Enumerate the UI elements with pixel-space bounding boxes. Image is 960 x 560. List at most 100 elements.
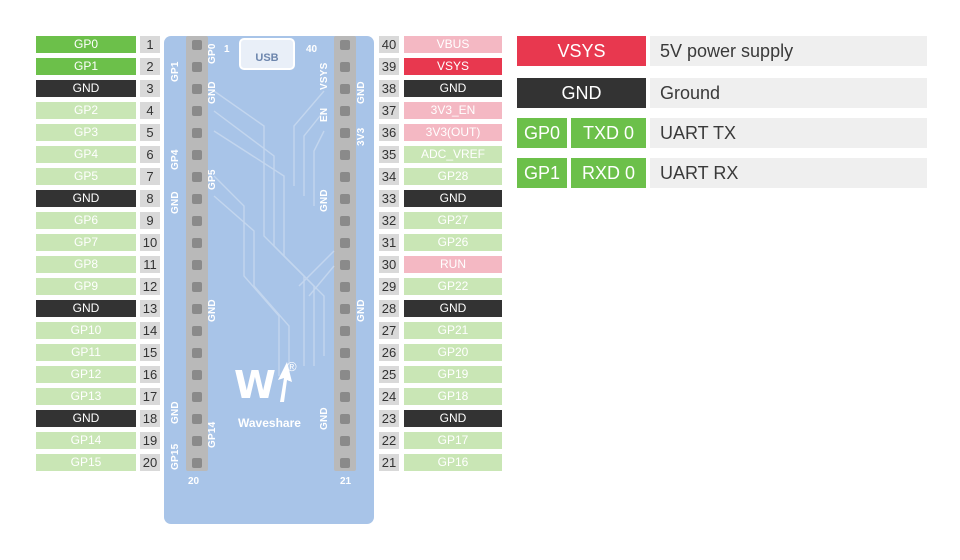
right-pin-number: 39 — [379, 58, 399, 75]
right-pin-label: GP16 — [404, 454, 502, 471]
left-pin-number: 6 — [140, 146, 160, 163]
waveshare-logo: W — [234, 362, 292, 407]
left-pin-number: 1 — [140, 36, 160, 53]
legend-tag-vsys: VSYS — [517, 36, 646, 66]
silk-vsys: VSYS — [319, 62, 330, 90]
legend-tag-rxd0: RXD 0 — [571, 158, 646, 188]
right-pin-number: 36 — [379, 124, 399, 141]
corner-pin-1: 1 — [224, 44, 230, 55]
left-pin-number: 5 — [140, 124, 160, 141]
left-pin-label: GP14 — [36, 432, 136, 449]
right-pin-number: 25 — [379, 366, 399, 383]
pin-hole — [340, 40, 350, 50]
pin-hole — [340, 392, 350, 402]
right-pin-label: GP22 — [404, 278, 502, 295]
pin-hole — [340, 150, 350, 160]
right-pin-label: GND — [404, 410, 502, 427]
logo-arrow — [278, 362, 292, 402]
silk-gp14: GP14 — [207, 421, 218, 448]
right-pin-label: GND — [404, 80, 502, 97]
trace-7 — [303, 110, 325, 196]
right-header-strip — [334, 36, 356, 471]
silk-gnd-28: GND — [356, 299, 367, 322]
pin-hole — [192, 106, 202, 116]
right-pin-label: RUN — [404, 256, 502, 273]
left-pin-label: GP3 — [36, 124, 136, 141]
left-pin-number: 4 — [140, 102, 160, 119]
trace-1 — [213, 90, 305, 366]
silk-gnd-3: GND — [207, 81, 218, 104]
pin-hole — [192, 216, 202, 226]
right-pin-number: 37 — [379, 102, 399, 119]
pin-hole — [340, 458, 350, 468]
pin-hole — [340, 128, 350, 138]
left-pin-label: GP8 — [36, 256, 136, 273]
left-pin-number: 2 — [140, 58, 160, 75]
right-pin-label: ADC_VREF — [404, 146, 502, 163]
right-pin-number: 29 — [379, 278, 399, 295]
left-pin-number: 12 — [140, 278, 160, 295]
trace-9 — [298, 250, 335, 287]
left-pin-number: 20 — [140, 454, 160, 471]
silk-gnd-13: GND — [207, 299, 218, 322]
left-pin-number: 10 — [140, 234, 160, 251]
legend-tag-txd0: TXD 0 — [571, 118, 646, 148]
right-pin-number: 30 — [379, 256, 399, 273]
left-pin-label: GP5 — [36, 168, 136, 185]
left-pin-number: 9 — [140, 212, 160, 229]
pin-hole — [340, 260, 350, 270]
pin-hole — [192, 84, 202, 94]
legend-tag-gp1: GP1 — [517, 158, 567, 188]
legend-tag-gp0: GP0 — [517, 118, 567, 148]
left-pin-number: 18 — [140, 410, 160, 427]
left-pin-label: GP1 — [36, 58, 136, 75]
pin-hole — [192, 282, 202, 292]
pin-hole — [340, 172, 350, 182]
trace-3 — [213, 130, 325, 356]
pin-hole — [340, 216, 350, 226]
pin-hole — [340, 238, 350, 248]
left-pin-number: 7 — [140, 168, 160, 185]
silk-gnd-18: GND — [170, 401, 181, 424]
trace-8 — [313, 130, 325, 206]
pin-hole — [340, 436, 350, 446]
right-pin-label: VBUS — [404, 36, 502, 53]
pin-hole — [340, 84, 350, 94]
left-pin-number: 8 — [140, 190, 160, 207]
legend-desc-gnd: Ground — [650, 78, 927, 108]
right-pin-label: GP18 — [404, 388, 502, 405]
board-traces — [213, 90, 335, 381]
right-pin-label: GP17 — [404, 432, 502, 449]
left-pin-label: GP6 — [36, 212, 136, 229]
pin-hole — [192, 414, 202, 424]
left-pin-number: 15 — [140, 344, 160, 361]
legend-desc-vsys: 5V power supply — [650, 36, 927, 66]
right-pin-label: 3V3_EN — [404, 102, 502, 119]
right-pin-label: GP27 — [404, 212, 502, 229]
pin-hole — [192, 40, 202, 50]
silk-gnd-33: GND — [319, 189, 330, 212]
pin-hole — [192, 348, 202, 358]
left-header-strip — [186, 36, 208, 471]
left-pin-number: 13 — [140, 300, 160, 317]
right-pin-number: 34 — [379, 168, 399, 185]
right-pin-label: GP21 — [404, 322, 502, 339]
right-pin-label: GP26 — [404, 234, 502, 251]
left-pin-number: 17 — [140, 388, 160, 405]
pin-hole — [340, 62, 350, 72]
right-pin-label: GND — [404, 190, 502, 207]
right-pin-number: 35 — [379, 146, 399, 163]
left-pin-number: 19 — [140, 432, 160, 449]
pin-hole — [192, 436, 202, 446]
trace-4 — [213, 175, 280, 376]
logo-w: W — [234, 363, 276, 407]
left-pin-number: 16 — [140, 366, 160, 383]
pin-hole — [192, 260, 202, 270]
right-pin-number: 22 — [379, 432, 399, 449]
right-pin-number: 31 — [379, 234, 399, 251]
right-pin-number: 23 — [379, 410, 399, 427]
pin-hole — [192, 458, 202, 468]
left-pin-label: GP13 — [36, 388, 136, 405]
right-pin-label: GP28 — [404, 168, 502, 185]
right-pin-number: 33 — [379, 190, 399, 207]
